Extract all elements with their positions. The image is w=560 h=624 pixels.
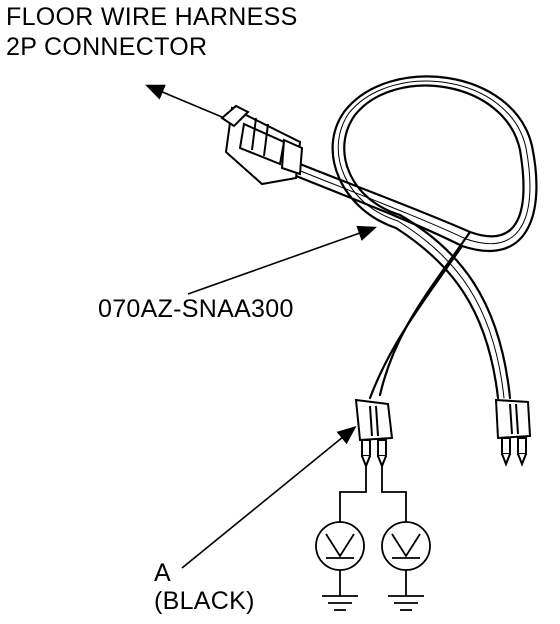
test-connector-b: [494, 398, 532, 467]
floor-harness-connector: [220, 104, 304, 186]
connector-title-line1: FLOOR WIRE HARNESS: [6, 3, 298, 31]
callout-a-color-label: (BLACK): [154, 587, 255, 615]
harness-cable: [294, 75, 538, 400]
callout-a-leader: [181, 425, 357, 569]
test-connector-a: [354, 398, 394, 469]
test-light-circuit: [315, 466, 431, 611]
part-number-label: 070AZ-SNAA300: [98, 295, 294, 323]
connector-title-line2: 2P CONNECTOR: [6, 33, 208, 61]
part-number-leader: [187, 225, 378, 295]
callout-a-label: A: [154, 559, 171, 587]
direction-arrow: [145, 84, 223, 118]
